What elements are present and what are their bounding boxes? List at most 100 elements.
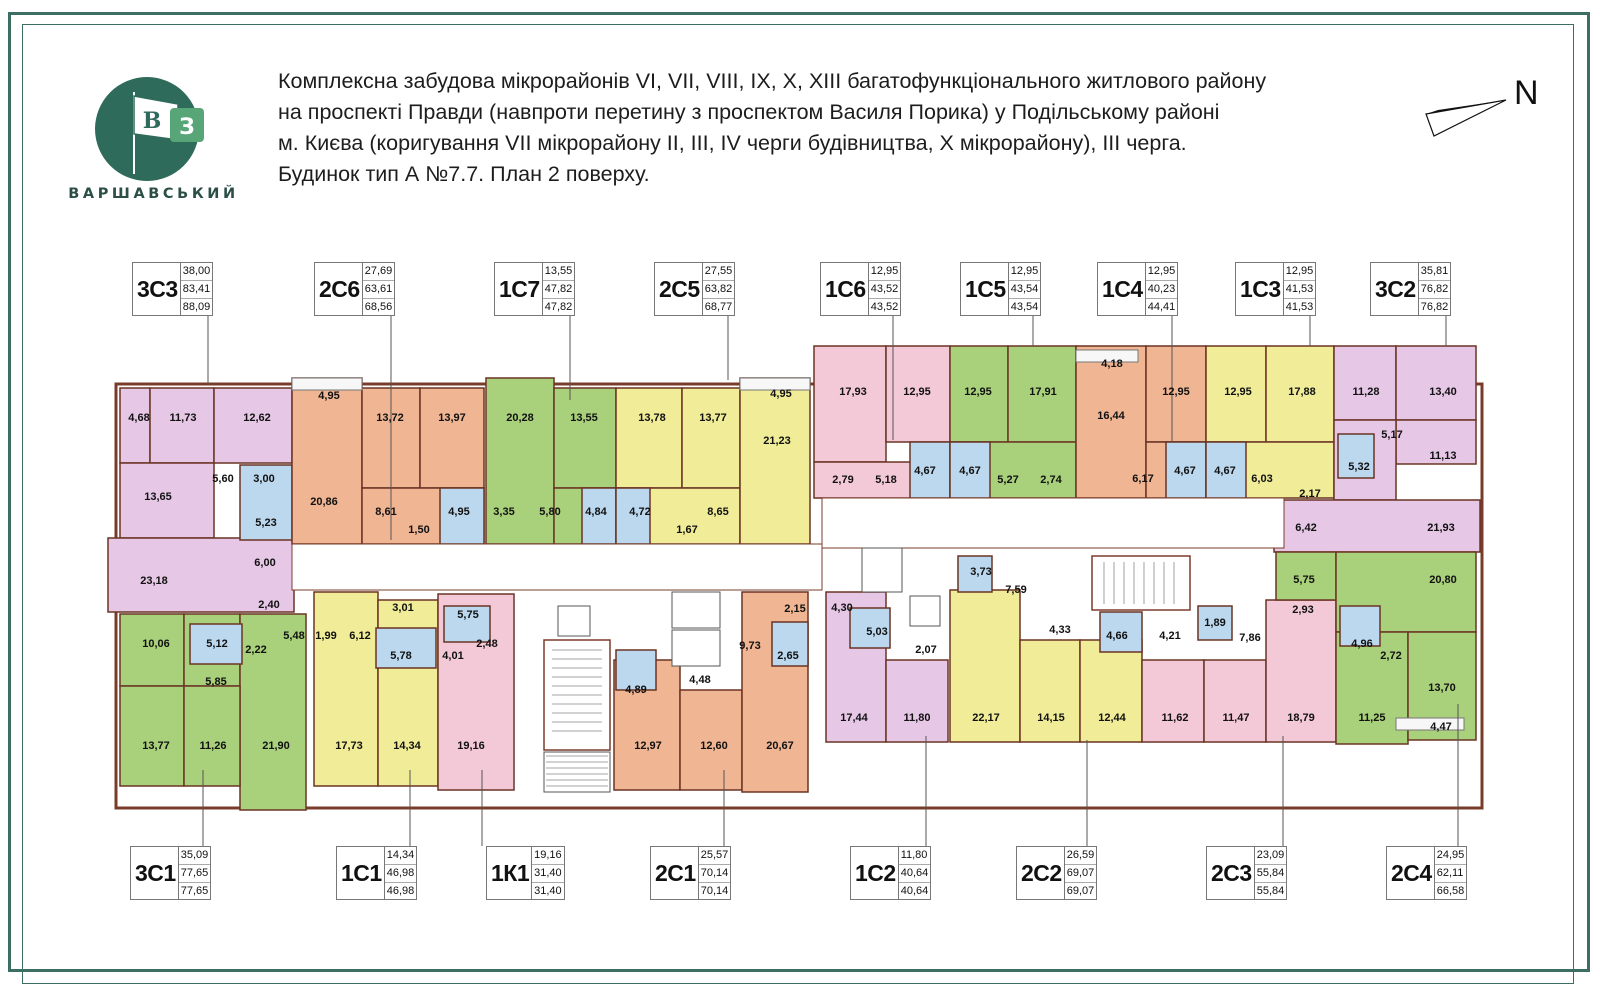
bathroom [615, 649, 657, 691]
room-lilac [885, 659, 949, 743]
room-area: 2,40 [258, 599, 280, 611]
room-area: 11,73 [169, 412, 197, 424]
apartment-code: 1С4 [1102, 275, 1143, 302]
bathroom [1339, 605, 1381, 647]
balcony [739, 377, 811, 391]
room-green [119, 685, 185, 787]
room-area: 6,12 [349, 630, 371, 642]
apartment-area-value: 88,09 [182, 301, 211, 313]
title-line: на проспекті Правди (навпроти перетину з… [278, 100, 1220, 124]
room-area: 5,85 [205, 676, 227, 688]
room-lilac [1395, 345, 1477, 421]
bathroom [957, 555, 993, 593]
apartment-area-value: 76,82 [1418, 281, 1451, 299]
room-pink [1141, 659, 1205, 743]
logo-letter-v: В [143, 108, 162, 134]
apartment-code: 2С2 [1021, 859, 1062, 886]
room-area: 7,59 [1005, 584, 1027, 596]
room-pink [1265, 599, 1337, 743]
apartment-area-value: 19,16 [532, 847, 564, 865]
apartment-area-value: 69,07 [1066, 885, 1095, 897]
room-green [239, 613, 307, 811]
apartment-code: 1С1 [341, 859, 382, 886]
room-area: 16,44 [1097, 410, 1125, 422]
room-lilac [1333, 345, 1397, 421]
room-area: 5,17 [1381, 429, 1403, 441]
room-area: 11,26 [199, 740, 227, 752]
room-area: 20,28 [506, 412, 534, 424]
bathroom [439, 487, 485, 545]
room-yellow [681, 387, 741, 489]
balcony [291, 377, 363, 391]
room-area: 6,17 [1132, 473, 1154, 485]
project-title: Комплексна забудова мікрорайонів VI, VII… [278, 66, 1388, 190]
room-lilac [149, 387, 215, 464]
apartment-code: 1С6 [825, 275, 866, 302]
apartment-code: 1С3 [1240, 275, 1281, 302]
room-area: 20,80 [1429, 574, 1457, 586]
bathroom [1197, 605, 1233, 641]
room-area: 4,21 [1159, 630, 1181, 642]
apartment-area-value: 14,34 [384, 847, 417, 865]
room-area: 17,91 [1029, 386, 1057, 398]
room-area: 2,17 [1299, 488, 1321, 500]
room-area: 4,95 [770, 388, 792, 400]
room-area: 2,79 [832, 474, 854, 486]
room-area: 12,95 [1224, 386, 1252, 398]
apartment-area-value: 55,84 [1256, 885, 1285, 897]
apartment-area-value: 46,98 [386, 885, 415, 897]
apartment-code: 3С1 [135, 859, 176, 886]
room-orange [679, 689, 743, 791]
apartment-area-value: 40,64 [900, 885, 929, 897]
room-area: 4,33 [1049, 624, 1071, 636]
room-yellow [615, 387, 683, 489]
room-area: 5,60 [212, 473, 234, 485]
apartment-area-value: 63,82 [702, 281, 735, 299]
room-area: 11,47 [1222, 712, 1250, 724]
room-area: 5,78 [390, 650, 412, 662]
room-area: 6,42 [1295, 522, 1317, 534]
apartment-area-value: 63,61 [362, 281, 395, 299]
apartment-area-value: 35,09 [178, 847, 211, 865]
room-area: 20,86 [310, 496, 338, 508]
room-area: 23,18 [140, 575, 168, 587]
stairwell [1091, 555, 1191, 611]
bathroom [189, 623, 243, 665]
apartment-code: 1С5 [965, 275, 1006, 302]
room-area: 20,67 [766, 740, 794, 752]
room-green [553, 387, 617, 489]
room-area: 4,68 [128, 412, 150, 424]
room-area: 3,00 [253, 473, 275, 485]
room-orange [419, 387, 485, 489]
room-area: 5,18 [875, 474, 897, 486]
room-area: 1,67 [676, 524, 698, 536]
apartment-area-value: 46,98 [384, 865, 417, 883]
room-area: 17,73 [335, 740, 363, 752]
room-area: 5,03 [866, 626, 888, 638]
apartment-area-value: 66,58 [1436, 885, 1465, 897]
room-area: 3,01 [392, 602, 414, 614]
room-area: 2,48 [476, 638, 498, 650]
room-area: 5,48 [283, 630, 305, 642]
room-area: 12,97 [634, 740, 662, 752]
room-pink [1203, 659, 1267, 743]
room-yellow [313, 591, 379, 787]
room-area: 11,62 [1161, 712, 1189, 724]
room-lilac [213, 387, 293, 464]
room-area: 2,07 [915, 644, 937, 656]
room-area: 8,65 [707, 506, 729, 518]
room-area: 21,90 [262, 740, 290, 752]
